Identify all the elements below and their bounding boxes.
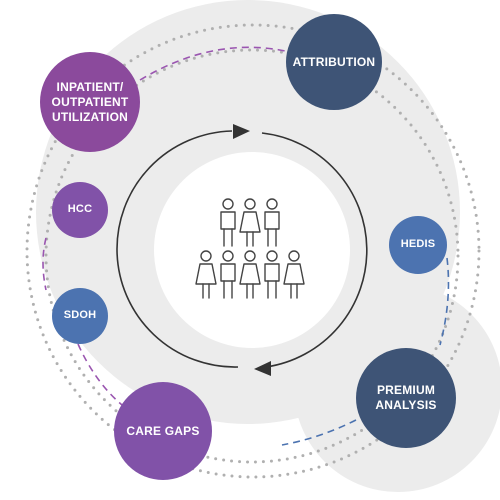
inner-dotted-ring (44, 48, 460, 464)
circular-arrows-icon (116, 124, 368, 376)
node-label: ATTRIBUTION (292, 54, 376, 69)
dashed-arc-left (42, 237, 47, 291)
node-premium-analysis[interactable]: PREMIUM ANALYSIS (356, 348, 456, 448)
node-hedis[interactable]: HEDIS (389, 216, 447, 274)
node-sdoh[interactable]: SDOH (52, 288, 108, 344)
node-label: INPATIENT/ OUTPATIENT UTILIZATION (51, 79, 129, 124)
node-label: PREMIUM ANALYSIS (375, 383, 437, 412)
dashed-arc-bottom-right (281, 419, 357, 446)
node-label: SDOH (63, 309, 97, 322)
node-hcc[interactable]: HCC (52, 182, 108, 238)
group-of-people-icon (195, 198, 305, 299)
dashed-arc-bottom-left (77, 343, 123, 406)
node-label: CARE GAPS (126, 423, 200, 438)
center-circle (154, 152, 350, 348)
node-label: HEDIS (400, 238, 436, 251)
outer-dotted-ring (25, 23, 481, 479)
dashed-arc-right (439, 257, 450, 346)
node-inpatient-outpatient-utilization[interactable]: INPATIENT/ OUTPATIENT UTILIZATION (40, 52, 140, 152)
node-label: HCC (67, 203, 93, 216)
node-attribution[interactable]: ATTRIBUTION (286, 14, 382, 110)
dashed-arc-top (139, 46, 291, 81)
node-care-gaps[interactable]: CARE GAPS (114, 382, 212, 480)
